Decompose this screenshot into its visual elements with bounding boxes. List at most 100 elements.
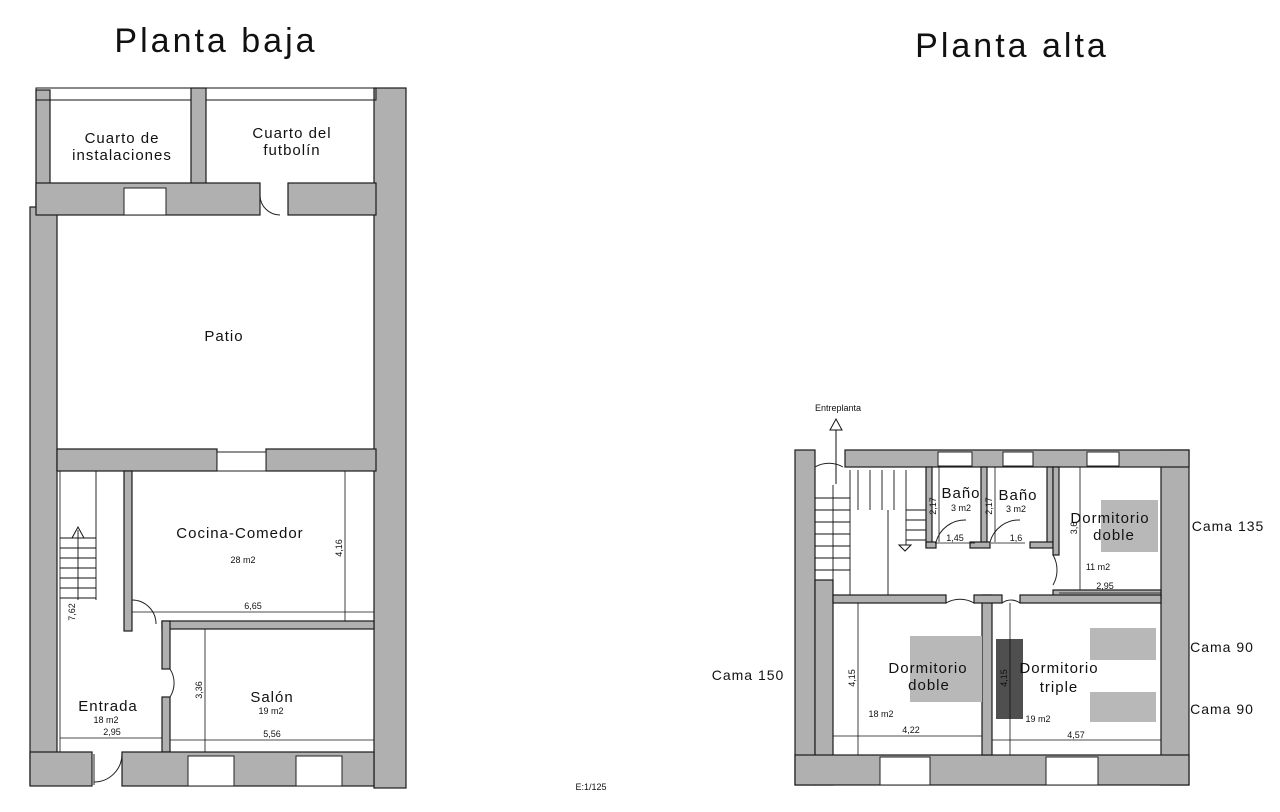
dimension-text: 2,17 — [928, 497, 938, 515]
upper-floor-title: Planta alta — [915, 27, 1109, 65]
dorm-divider-wall — [973, 594, 1003, 604]
bed — [1090, 628, 1156, 660]
dimension-text: 2,95 — [103, 727, 121, 737]
window — [295, 755, 343, 787]
window — [1002, 451, 1034, 467]
room-label-dormitorio: Dormitorio — [888, 660, 967, 677]
bath-wall — [1029, 541, 1054, 549]
door-swing — [259, 194, 281, 216]
room-label-entrada: Entrada — [78, 698, 138, 715]
kitchen-bottom-wall — [161, 620, 375, 630]
room-label-bano: Baño — [998, 487, 1037, 504]
window — [216, 451, 267, 472]
bed — [1101, 500, 1158, 552]
area-label: 19 m2 — [1025, 714, 1050, 724]
bed — [1090, 692, 1156, 722]
bed — [996, 639, 1023, 719]
patio-top-wall-right — [287, 182, 377, 216]
room-label-patio: Patio — [204, 328, 243, 345]
bath-wall — [925, 541, 937, 549]
bath-wall — [1046, 466, 1054, 548]
upper-floor-plan: Entreplanta — [712, 403, 1265, 786]
dimension-text: 4,16 — [334, 539, 344, 557]
dimension-text: 3,6 — [1069, 522, 1079, 535]
room-label-cocina: Cocina-Comedor — [176, 525, 303, 542]
dimension-text: 4,15 — [999, 669, 1009, 687]
room-label-futbolin: Cuarto del — [252, 125, 331, 142]
upper-left-wall — [794, 449, 816, 786]
bed-label-cama-90: Cama 90 — [1190, 701, 1254, 717]
door-swing — [1001, 599, 1021, 604]
ground-left-wall — [29, 206, 58, 786]
room-label-doble: doble — [1093, 527, 1135, 544]
area-label: 28 m2 — [230, 555, 255, 565]
area-label: 19 m2 — [258, 706, 283, 716]
ground-floor-plan: Cuarto de instalaciones Cuarto del futbo… — [29, 87, 407, 789]
ground-bottom-wall — [29, 751, 93, 787]
ground-stairs — [60, 471, 97, 600]
ground-floor-title: Planta baja — [114, 22, 317, 60]
upper-stairs — [815, 467, 927, 595]
patio-bottom-wall-right — [265, 448, 377, 472]
bath-wall — [969, 541, 991, 549]
window — [937, 451, 973, 467]
dimension-text: 4,15 — [847, 669, 857, 687]
dimension-text: 6,65 — [244, 601, 262, 611]
room-label-instalaciones: instalaciones — [72, 147, 172, 164]
room-label-futbolin: futbolín — [263, 142, 320, 159]
entreplanta-arrowhead — [829, 417, 843, 431]
dimension-text: 2,17 — [984, 497, 994, 515]
dorm1-wall — [1052, 466, 1060, 556]
door-swing — [1052, 554, 1058, 586]
room-label-salon: Salón — [250, 689, 293, 706]
bed-label-cama-90: Cama 90 — [1190, 639, 1254, 655]
dimension-text: 4,22 — [902, 725, 920, 735]
entrance-door — [93, 753, 123, 785]
area-label: 3 m2 — [1006, 504, 1026, 514]
dimension-text: 7,62 — [67, 603, 77, 621]
entreplanta-label: Entreplanta — [815, 403, 861, 413]
salon-left-wall-lower — [161, 696, 171, 753]
salon-left-wall-upper — [161, 620, 171, 670]
window — [123, 187, 167, 216]
dorm2-top-wall — [832, 594, 947, 604]
ground-right-wall — [373, 87, 407, 789]
window — [879, 756, 931, 786]
dimension-text: 5,56 — [263, 729, 281, 739]
room-label-dormitorio: Dormitorio — [1070, 510, 1149, 527]
upper-right-wall — [1160, 449, 1190, 786]
room-label-bano: Baño — [941, 485, 980, 502]
window — [187, 755, 235, 787]
patio-bottom-wall-left — [56, 448, 218, 472]
door-swing — [945, 598, 975, 604]
room-label-triple: triple — [1040, 679, 1079, 696]
window — [1086, 451, 1120, 467]
area-label: 3 m2 — [951, 503, 971, 513]
area-label: 18 m2 — [93, 715, 118, 725]
dimension-text: 1,6 — [1010, 533, 1023, 543]
door-swing — [131, 599, 157, 625]
room-label-instalaciones: Cuarto de — [85, 130, 160, 147]
bed — [910, 636, 982, 702]
utility-divider-wall — [190, 87, 207, 185]
door-swing — [169, 668, 175, 698]
dimension-text: 4,57 — [1067, 730, 1085, 740]
room-label-dormitorio: Dormitorio — [1019, 660, 1098, 677]
window — [1045, 756, 1099, 786]
upper-left-inner-wall — [814, 579, 834, 786]
stairs-arrow — [897, 544, 913, 552]
door-swing — [814, 462, 844, 468]
upper-bottom-wall — [794, 754, 1190, 786]
dimension-text: 1,45 — [946, 533, 964, 543]
dimension-text: 2,95 — [1096, 581, 1114, 591]
hall-wall — [123, 470, 133, 632]
dorm3-top-wall — [1019, 594, 1162, 604]
bed-label-cama-135: Cama 135 — [1192, 518, 1265, 534]
stairs-arrow — [71, 525, 85, 539]
dorm-divider-wall — [981, 594, 993, 756]
room-label-doble: doble — [908, 677, 950, 694]
scale-label: E:1/125 — [575, 782, 606, 792]
area-label: 18 m2 — [868, 709, 893, 719]
door-swing — [989, 519, 1021, 543]
